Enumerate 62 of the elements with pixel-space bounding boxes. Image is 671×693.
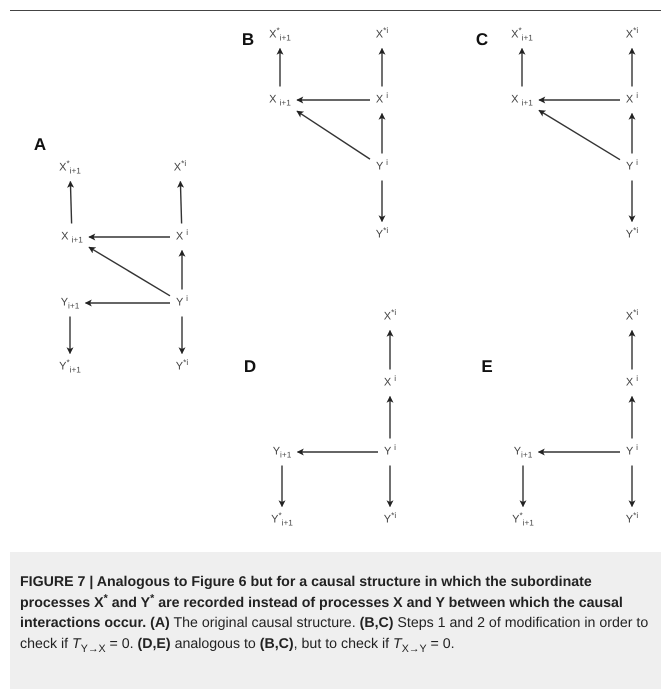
arrow [296,110,370,160]
arrow [386,466,394,508]
variable-label: X $_{i+1}$ [511,93,533,107]
variable-label: Y$_{i+1}$ [514,445,532,459]
arrow [386,396,394,438]
arrow [628,466,636,508]
variable-label: X$^{*i}$ [174,161,186,175]
panel-letter: B [242,30,254,50]
variable-label: Y$^{*i}$ [376,228,388,242]
arrow [628,48,636,86]
arrow [88,246,170,296]
arrow [628,396,636,438]
variable-label: Y$^{*i}$ [626,513,638,527]
variable-label: X$^{*i}$ [626,28,638,42]
variable-label: X$^{*i}$ [384,310,396,324]
variable-label: X $^{i}$ [176,230,188,244]
panel-letter: A [34,135,46,155]
variable-label: X $^{i}$ [626,376,638,390]
arrow [178,316,186,354]
variable-label: Y$^{*i}$ [384,513,396,527]
arrow [178,250,186,290]
arrow [66,316,74,354]
variable-label: X$^{*i}$ [626,310,638,324]
variable-label: Y$_{i+1}$ [272,445,292,459]
variable-label: X $^{i}$ [376,93,388,107]
arrow [378,180,386,222]
arrow [84,300,170,306]
arrow [538,96,620,104]
arrow [88,234,170,240]
arrow [628,330,636,370]
arrow [538,110,620,160]
arrow [518,48,526,86]
variable-label: Y$_{i+1}$ [60,296,80,310]
arrow [177,180,184,224]
variable-label: Y $^{i}$ [376,160,388,174]
variable-label: Y $^{i}$ [176,296,188,310]
arrow [386,330,394,370]
arrow [378,48,386,86]
variable-label: X $^{i}$ [384,376,396,390]
arrow [67,180,74,224]
variable-label: X $_{i+1}$ [61,230,83,244]
arrow [278,466,286,508]
variable-label: Y $^{i}$ [384,445,396,459]
arrow [538,448,620,456]
figure-caption: FIGURE 7 | Analogous to Figure 6 but for a causal structure in which the subordinate processes X$^{*}$ and Y$^{*}$ are recorded instead of processes X and Y between which the causal interactions occur. (A) The original causal structure. (B,C) Steps 1 and 2 of modification in order to check if T$_{Y→X}$ = 0. (D,E) analogous to (B,C), but to check if T$_{X→Y}$ = 0. [20,573,650,654]
arrow [628,180,636,222]
variable-label: Y $^{i}$ [626,445,638,459]
arrow [276,48,284,86]
variable-label: Y$^{*i}$ [626,228,638,242]
variable-label: Y $^{i}$ [626,160,638,174]
panel-letter: C [476,30,488,50]
arrow [296,96,370,104]
arrow [296,448,378,456]
variable-label: X$^{*i}$ [376,28,388,42]
variable-label: X $^{i}$ [626,93,638,107]
arrow [520,466,526,508]
variable-label: Y$^{*i}$ [176,360,188,374]
arrow [378,112,386,154]
variable-label: X $_{i+1}$ [269,93,291,107]
panel-letter: D [244,357,256,377]
arrow [628,112,636,154]
panel-letter: E [481,357,493,377]
